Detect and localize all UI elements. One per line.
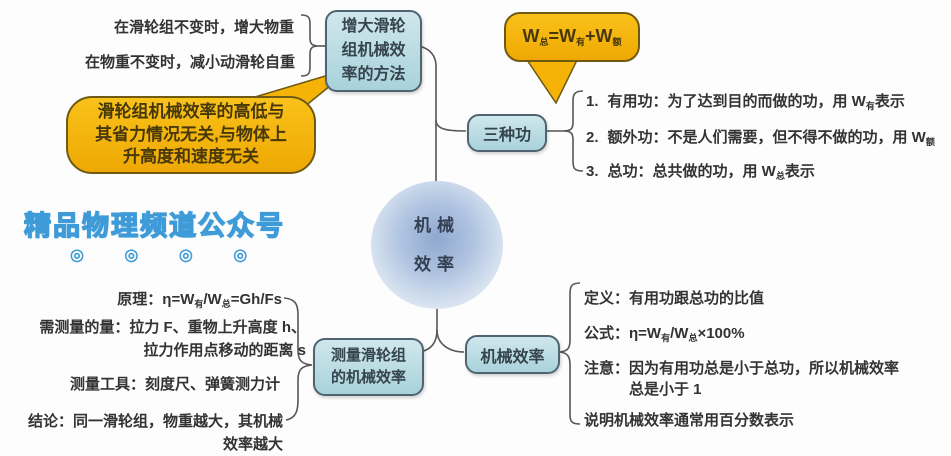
node-increase-methods: 增大滑轮 组机械效 率的方法 — [325, 10, 422, 92]
measure-principle-text: 原理：η=W有/W总=Gh/Fs — [117, 291, 282, 309]
brace-three-works — [562, 90, 584, 172]
measure-quantities: 需测量的量：拉力 F、重物上升高度 h、 拉力作用点移动的距离 s — [39, 319, 306, 360]
node-increase-methods-label: 增大滑轮 组机械效 率的方法 — [341, 18, 406, 83]
formula-bubble: W总=W有+W额 — [504, 12, 640, 62]
work-item-1-text: 有用功：为了达到目的而做的功，用 W有表示 — [607, 93, 905, 111]
work-item-3: 3. 总功：总共做的功，用 W总表示 — [586, 160, 815, 182]
efficiency-remark: 说明机械效率通常用百分数表示 — [584, 412, 795, 429]
note-bubble: 滑轮组机械效率的高低与 其省力情况无关,与物体上 升高度和速度无关 — [66, 96, 316, 174]
center-node-mechanical-efficiency: 机械 效率 — [371, 181, 503, 309]
node-measure-label: 测量滑轮组 的机械效率 — [330, 346, 406, 387]
brace-measure — [283, 297, 313, 421]
work-item-1: 1. 有用功：为了达到目的而做的功，用 W有表示 — [586, 90, 905, 112]
connector-to-three-works — [435, 119, 467, 132]
node-mechanical-efficiency: 机械效率 — [465, 335, 560, 374]
note-bubble-text: 滑轮组机械效率的高低与 其省力情况无关,与物体上 升高度和速度无关 — [95, 101, 287, 167]
node-three-works: 三种功 — [467, 114, 547, 152]
node-mechanical-efficiency-label: 机械效率 — [480, 348, 545, 366]
watermark-text: 精品物理频道公众号 — [23, 210, 285, 241]
work-item-2-number: 2. — [586, 129, 599, 146]
node-measure-pulley-efficiency: 测量滑轮组 的机械效率 — [313, 338, 424, 396]
measure-principle: 原理：η=W有/W总=Gh/Fs — [117, 288, 282, 310]
center-node-label: 机械 效率 — [414, 215, 460, 274]
work-item-3-text: 总功：总共做的功，用 W总表示 — [607, 163, 815, 181]
brace-efficiency — [559, 282, 581, 425]
efficiency-formula: 公式：η=W有/W总×100% — [584, 322, 745, 344]
work-item-1-number: 1. — [586, 93, 599, 110]
work-item-2-text: 额外功：不是人们需要，但不得不做的功，用 W额 — [607, 129, 935, 147]
measure-conclusion: 结论：同一滑轮组，物重越大，其机械 效率越大 — [27, 413, 283, 454]
efficiency-definition: 定义：有用功跟总功的比值 — [584, 290, 765, 307]
connector-center-to-efficiency — [436, 329, 465, 353]
brace-methods — [300, 14, 320, 77]
work-item-3-number: 3. — [586, 163, 599, 180]
work-item-2: 2. 额外功：不是人们需要，但不得不做的功，用 W额 — [586, 126, 935, 148]
formula-bubble-text: W总=W有+W额 — [522, 26, 622, 47]
method-line-1: 在滑轮组不变时，增大物重 — [113, 19, 294, 36]
watermark-dots: ◎ ◎ ◎ ◎ — [70, 247, 266, 264]
measure-tools: 测量工具：刻度尺、弹簧测力计 — [69, 376, 280, 393]
efficiency-note-line1: 注意：因为有用功总是小于总功，所以机械效率 — [584, 360, 900, 377]
method-line-2: 在物重不变时，减小动滑轮自重 — [84, 54, 295, 71]
efficiency-formula-text: 公式：η=W有/W总×100% — [584, 325, 745, 343]
node-three-works-label: 三种功 — [482, 127, 531, 144]
efficiency-note-line2: 总是小于 1 — [629, 381, 702, 398]
